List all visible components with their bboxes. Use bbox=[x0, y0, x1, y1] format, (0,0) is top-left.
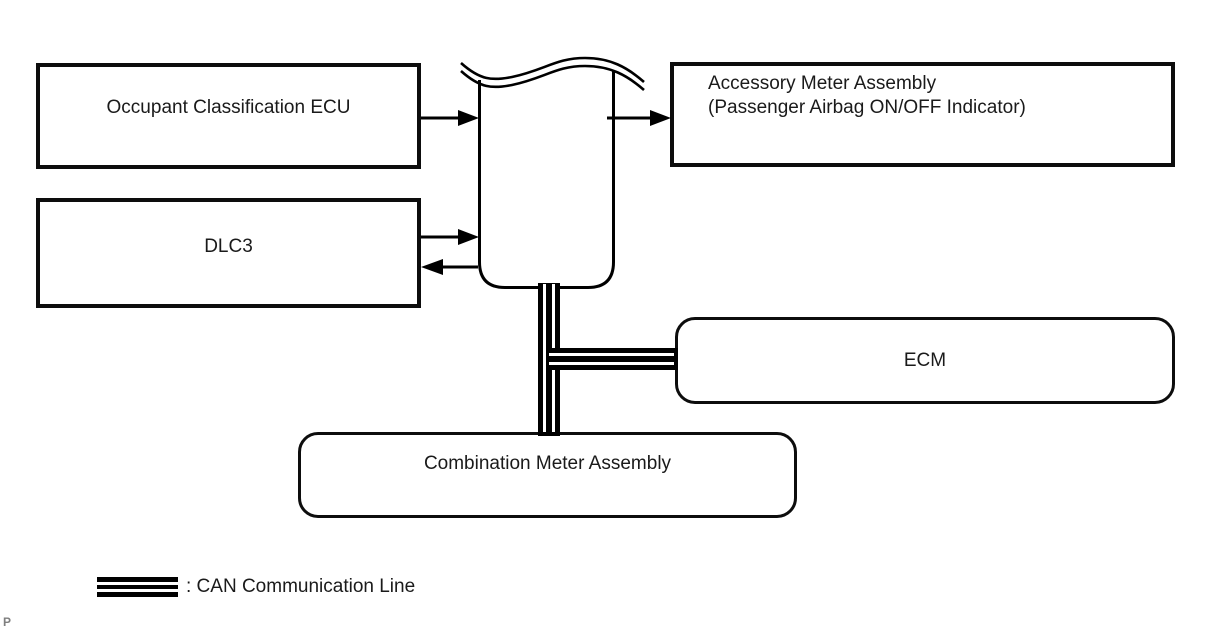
arrow-bus-to-accessory bbox=[607, 110, 671, 126]
occupant-classification-ecu-label: Occupant Classification ECU bbox=[106, 97, 351, 118]
can-line-swatch-icon bbox=[97, 577, 178, 597]
legend: : CAN Communication Line bbox=[97, 576, 415, 598]
occupant-classification-ecu-box: Occupant Classification ECU bbox=[36, 63, 421, 169]
dlc3-box: DLC3 bbox=[36, 198, 421, 308]
can-line-branch-ecm bbox=[549, 348, 678, 370]
page-code: P bbox=[3, 615, 12, 629]
accessory-meter-assembly-label: Accessory Meter Assembly bbox=[708, 73, 937, 94]
break-wave-bottom-icon bbox=[460, 64, 645, 91]
combination-meter-assembly-box: Combination Meter Assembly bbox=[298, 432, 797, 518]
combination-meter-assembly-label: Combination Meter Assembly bbox=[423, 453, 672, 474]
accessory-meter-assembly-box: Accessory Meter Assembly (Passenger Airb… bbox=[670, 62, 1175, 167]
accessory-meter-assembly-sublabel: (Passenger Airbag ON/OFF Indicator) bbox=[708, 97, 1026, 118]
arrow-bus-to-dlc3 bbox=[421, 259, 478, 275]
can-bus-pillar bbox=[478, 70, 615, 289]
ecm-label: ECM bbox=[903, 349, 947, 371]
arrow-occupant-to-bus bbox=[421, 110, 479, 126]
can-line-vertical bbox=[538, 283, 560, 436]
arrow-dlc3-to-bus bbox=[421, 229, 479, 245]
ecm-box: ECM bbox=[675, 317, 1175, 404]
dlc3-label: DLC3 bbox=[204, 236, 253, 257]
break-wave-top-icon bbox=[460, 56, 645, 83]
legend-label: : CAN Communication Line bbox=[186, 576, 416, 597]
